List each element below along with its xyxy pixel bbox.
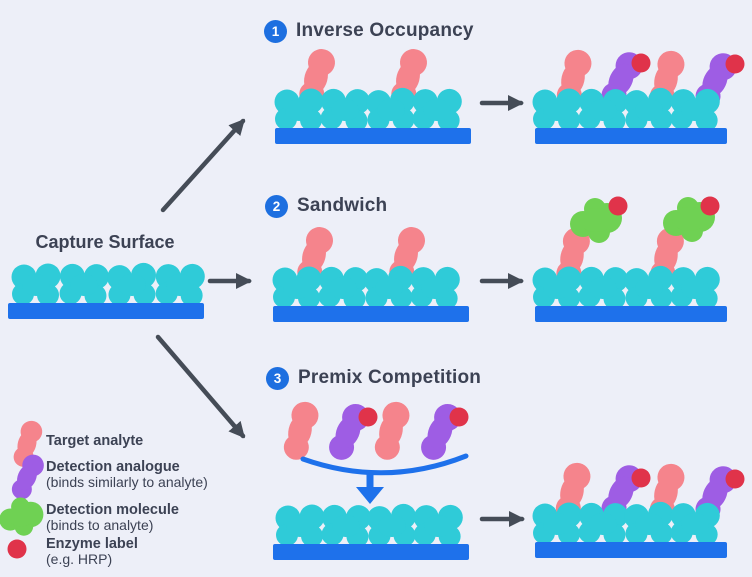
inverse-occupancy-bound-panel <box>274 45 471 144</box>
capture-molecule <box>412 503 464 548</box>
scheme-3-number: 3 <box>273 371 282 386</box>
scheme-2-number: 2 <box>272 199 281 214</box>
capture-molecule <box>58 262 110 308</box>
enzyme-label-dot <box>358 407 378 427</box>
arrow-capture-to-premix <box>155 334 246 439</box>
enzyme-label-dot <box>631 53 651 73</box>
enzyme-label-dot <box>449 407 469 427</box>
target-analyte-blob <box>270 398 332 464</box>
capture-molecule <box>11 263 61 306</box>
target-analyte-blob <box>361 398 423 464</box>
capture-molecule <box>274 88 324 131</box>
capture-molecule <box>669 87 721 132</box>
capture-surface-bar <box>8 303 204 319</box>
enzyme-label-dot <box>7 539 27 559</box>
enzyme-label-dot <box>608 196 628 216</box>
premix-mixture-panel <box>270 398 469 504</box>
capture-molecule <box>669 265 721 310</box>
sandwich-result-panel <box>532 196 727 322</box>
legend-label: Target analyte <box>46 433 144 449</box>
legend-note: (binds similarly to analyte) <box>46 474 208 490</box>
capture-molecule <box>623 87 675 133</box>
capture-molecule <box>272 266 322 309</box>
legend-note: (e.g. HRP) <box>46 551 113 567</box>
capture-molecule <box>577 265 629 311</box>
legend-label: Detection analogue <box>46 459 180 475</box>
scheme-3-badge: 3 <box>266 367 289 390</box>
legend-item-detection-analogue: Detection analogue (binds similarly to a… <box>46 459 208 490</box>
capture-molecule <box>106 262 158 308</box>
detection-molecule-blob <box>0 497 44 536</box>
detection-analogue-blob <box>6 452 50 501</box>
scheme-1-badge: 1 <box>264 20 287 43</box>
scheme-2-title: Sandwich <box>297 195 388 216</box>
capture-surface-bar <box>273 544 469 560</box>
legend-note: (binds to analyte) <box>46 517 154 533</box>
legend-item-target-analyte: Target analyte <box>46 433 143 449</box>
capture-molecule <box>320 503 372 549</box>
capture-molecule <box>319 87 371 133</box>
capture-molecule <box>669 501 721 546</box>
premix-surface-panel <box>273 503 469 560</box>
scheme-1-title: Inverse Occupancy <box>296 20 474 41</box>
sandwich-bound-panel <box>272 223 469 322</box>
enzyme-label-dot <box>725 54 745 74</box>
capture-surface-bar <box>535 128 727 144</box>
capture-molecule <box>623 501 675 547</box>
premix-down-arrow-head <box>356 487 384 504</box>
legend-label: Detection molecule <box>46 502 179 518</box>
capture-molecule <box>317 265 369 311</box>
arrow-capture-to-inverse-occupancy <box>160 118 246 213</box>
enzyme-label-dot <box>631 468 651 488</box>
capture-surface-bar <box>535 542 727 558</box>
capture-surface-bar <box>275 128 471 144</box>
enzyme-label-dot <box>725 469 745 489</box>
capture-molecule <box>275 504 325 547</box>
scheme-3-title: Premix Competition <box>298 367 482 388</box>
legend-item-enzyme-label: Enzyme label (e.g. HRP) <box>46 536 138 567</box>
enzyme-label-dot <box>700 196 720 216</box>
inverse-occupancy-result-panel <box>532 46 745 144</box>
capture-surface-bar <box>535 306 727 322</box>
legend-swatches <box>0 418 52 559</box>
capture-surface-label: Capture Surface <box>35 232 175 252</box>
capture-molecule <box>365 87 417 133</box>
legend-label: Enzyme label <box>46 536 138 552</box>
capture-surface-bar <box>273 306 469 322</box>
capture-surface-panel <box>8 262 206 319</box>
capture-molecule <box>623 265 675 311</box>
premix-bracket-arc <box>300 453 469 476</box>
premix-result-panel <box>532 459 745 558</box>
capture-molecule <box>409 265 461 310</box>
capture-molecule <box>366 503 418 549</box>
capture-molecule <box>363 265 415 311</box>
capture-molecule <box>411 87 463 132</box>
legend-item-detection-molecule: Detection molecule (binds to analyte) <box>46 502 179 533</box>
scheme-1-number: 1 <box>271 24 280 39</box>
capture-molecule <box>154 262 206 307</box>
scheme-2-badge: 2 <box>265 195 288 218</box>
